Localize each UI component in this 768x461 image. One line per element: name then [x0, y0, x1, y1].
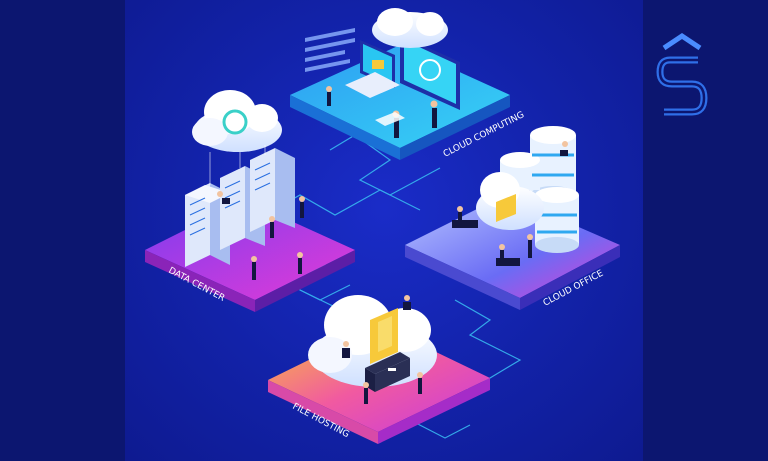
sync-cloud-icon	[192, 90, 282, 152]
folder-icon	[365, 308, 410, 392]
monitor-icon	[360, 35, 460, 110]
cloud-computing-platform: CLOUD COMPUTING	[290, 8, 526, 160]
cloud-office-platform: CLOUD OFFICE	[405, 126, 620, 310]
file-hosting-platform: FILE HOSTING	[268, 295, 490, 444]
database-icon	[500, 126, 579, 253]
sync-icon	[222, 109, 248, 135]
left-side-panel	[0, 0, 125, 461]
logo-s-icon	[656, 32, 708, 116]
folder-icon	[496, 194, 516, 222]
cloud-icon	[372, 8, 448, 48]
data-center-platform: DATA CENTER	[145, 90, 355, 312]
cloud-icon	[476, 172, 544, 230]
server-rack-icon	[185, 148, 295, 267]
